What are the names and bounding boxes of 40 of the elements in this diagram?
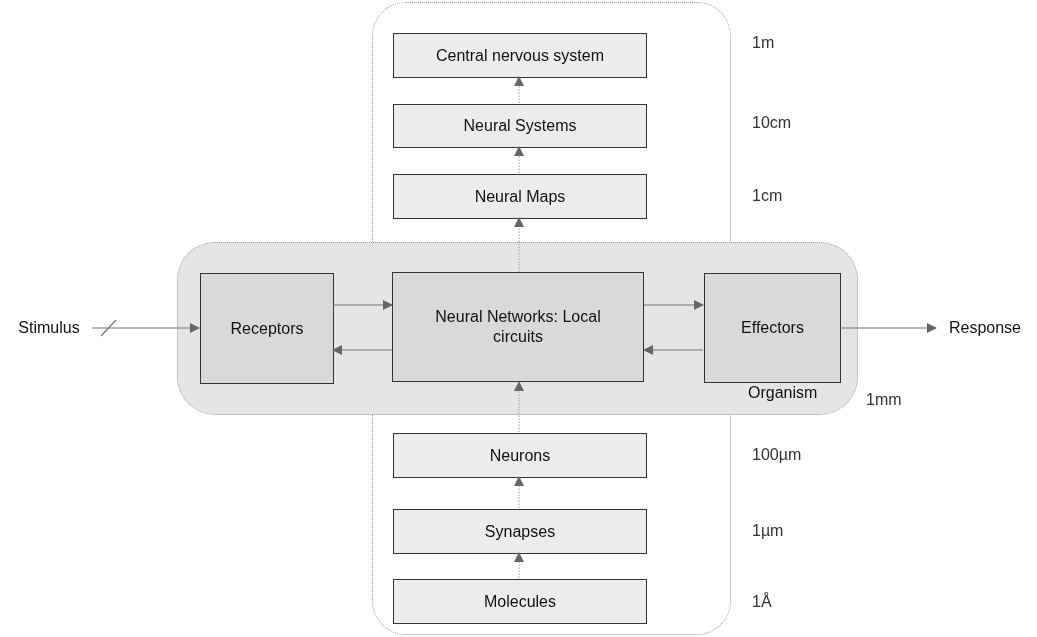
arrow <box>332 300 393 310</box>
level-box <box>393 104 647 148</box>
node-label: Neural Networks: Local circuits <box>434 307 602 347</box>
arrow <box>514 146 524 174</box>
arrow <box>839 323 937 333</box>
level-box <box>393 33 647 78</box>
effector-box <box>704 273 841 383</box>
scale-label: 1Å <box>752 593 772 611</box>
signal-label: Stimulus <box>18 318 80 338</box>
arrow <box>514 476 524 509</box>
band-label: Organism <box>748 383 819 403</box>
scale-label: 1m <box>752 34 775 52</box>
signal-label: Response <box>948 318 1021 338</box>
node-label: Effectors <box>741 318 804 338</box>
node-label: Molecules <box>484 591 556 612</box>
arrow <box>514 552 524 579</box>
level-box <box>393 509 647 554</box>
scale-label: 1mm <box>866 391 902 409</box>
arrow <box>514 217 524 273</box>
arrow <box>514 76 524 104</box>
node-label: Neural Systems <box>463 116 577 136</box>
arrow <box>643 345 704 355</box>
scale-label: 100µm <box>752 446 802 464</box>
arrow <box>643 300 704 310</box>
arrow <box>332 345 393 355</box>
level-box <box>393 433 647 478</box>
scale-label: 10cm <box>752 114 792 132</box>
scale-label: 1µm <box>752 522 784 540</box>
receptor-box <box>200 273 334 384</box>
node-label: Neural Maps <box>474 186 566 207</box>
node-label: Synapses <box>484 521 556 542</box>
node-label: Central nervous system <box>435 45 605 66</box>
scale-label: 1cm <box>752 187 783 205</box>
node-label: Neurons <box>489 445 551 466</box>
arrow <box>91 319 200 337</box>
level-box <box>393 174 647 219</box>
arrow <box>514 381 524 433</box>
level-box <box>393 579 647 624</box>
node-label: Receptors <box>230 318 304 339</box>
network-box <box>392 272 644 382</box>
